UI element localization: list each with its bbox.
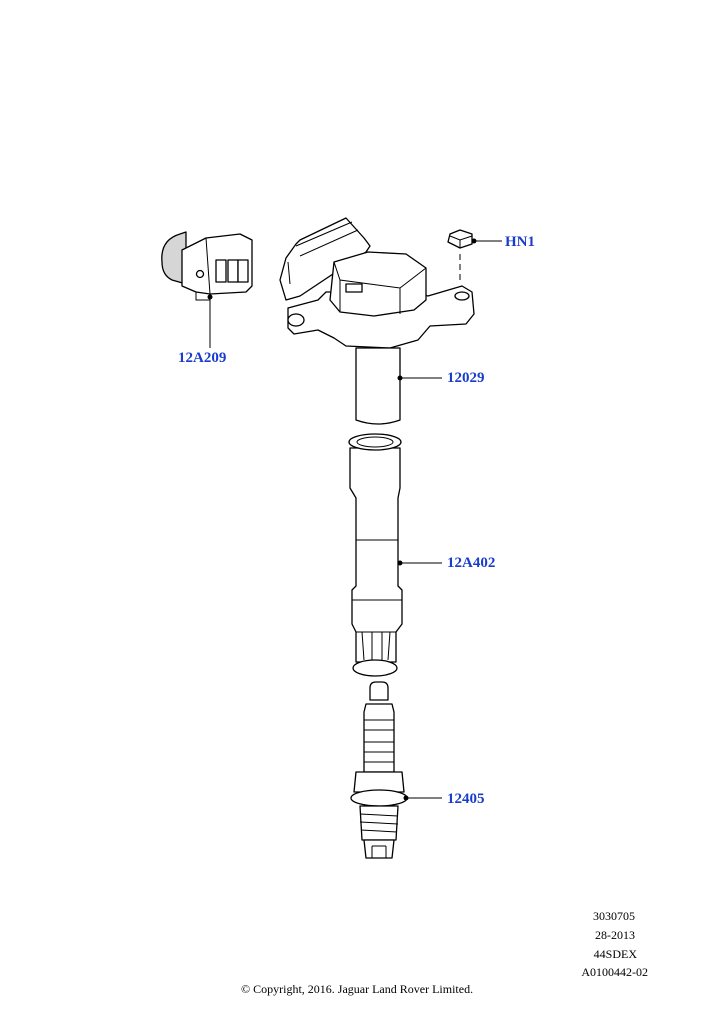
callout-hn1[interactable]: HN1 — [505, 234, 535, 250]
coil-boot-part — [348, 433, 403, 677]
callout-12a209[interactable]: 12A209 — [178, 350, 227, 366]
copyright-notice: © Copyright, 2016. Jaguar Land Rover Lim… — [241, 982, 474, 996]
connector-leader-dot — [207, 294, 213, 300]
coil-leader-dot — [397, 375, 403, 381]
diagram-ref-number: 3030705 — [593, 909, 635, 923]
diagram-ref-id: A0100442-02 — [581, 965, 648, 979]
callout-12029[interactable]: 12029 — [447, 370, 485, 386]
callout-12a402[interactable]: 12A402 — [447, 555, 496, 571]
wiring-connector-part — [161, 231, 253, 301]
spark-plug-leader-dot — [403, 795, 409, 801]
hex-nut-part — [447, 229, 473, 284]
callout-12405[interactable]: 12405 — [447, 791, 485, 807]
ignition-coil-part — [279, 217, 475, 425]
diagram-ref-date: 28-2013 — [595, 928, 635, 942]
diagram-ref-code: 44SDEX — [593, 947, 637, 961]
boot-leader-dot — [397, 560, 403, 566]
spark-plug-part — [350, 681, 408, 859]
nut-leader-dot — [471, 238, 477, 244]
